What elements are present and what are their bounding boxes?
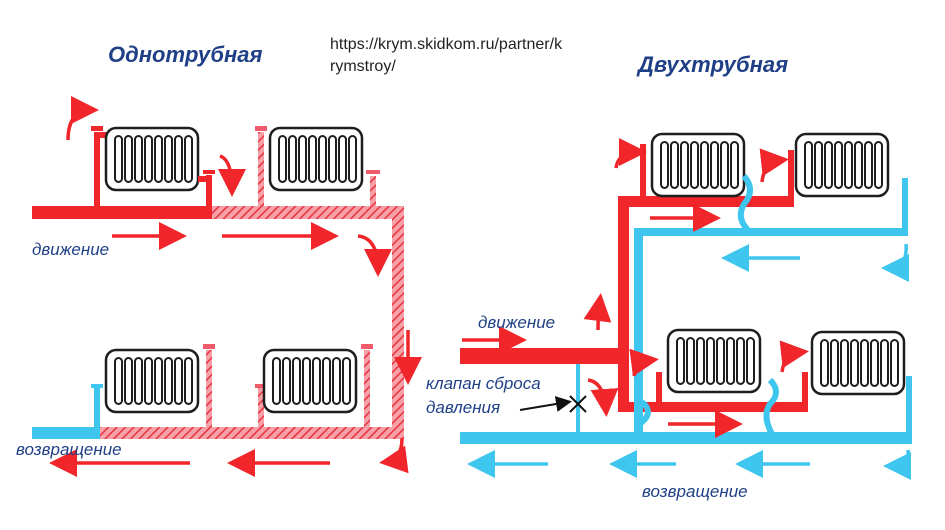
two-pipe-title: Двухтрубная	[638, 52, 789, 77]
source-url-line1: https://krym.skidkom.ru/partner/k	[330, 36, 563, 53]
radiator-icon	[104, 348, 200, 414]
single-pipe-scheme	[32, 96, 422, 477]
radiator-icon	[262, 348, 358, 414]
radiator-icon	[650, 132, 746, 198]
two-pipe-scheme	[460, 132, 912, 480]
radiator-icon	[794, 132, 890, 198]
source-url-line2: rymstroy/	[330, 58, 396, 75]
return-main-pipe	[460, 432, 912, 444]
mixed-pipe-bottom	[98, 427, 404, 439]
radiator-icon	[810, 330, 906, 396]
flow-arrow-icon	[467, 243, 912, 480]
source-url: https://krym.skidkom.ru/partner/k rymstr…	[330, 34, 562, 78]
valve-label-line2: давления	[426, 398, 501, 417]
mixed-pipe-top	[212, 206, 404, 219]
flow-arrow-icon	[49, 96, 422, 477]
right-return-label: возвращение	[642, 482, 748, 501]
left-return-label: возвращение	[16, 440, 122, 459]
radiator-icon	[666, 328, 762, 394]
radiator-icon	[104, 126, 200, 192]
return-riser	[634, 228, 643, 442]
supply-inlet-pipe	[460, 348, 620, 364]
return-main-pipe	[32, 427, 100, 439]
valve-label-line1: клапан сброса	[426, 374, 541, 393]
supply-riser	[618, 196, 629, 412]
single-pipe-title: Однотрубная	[108, 42, 263, 67]
radiator-icon	[268, 126, 364, 192]
supply-main-pipe	[32, 206, 212, 219]
pressure-relief-valve-icon	[519, 364, 587, 434]
left-flow-label: движение	[32, 240, 110, 259]
right-flow-label: движение	[478, 313, 556, 332]
flow-arrow-icon	[462, 138, 809, 438]
mixed-pipe-riser	[392, 206, 404, 439]
